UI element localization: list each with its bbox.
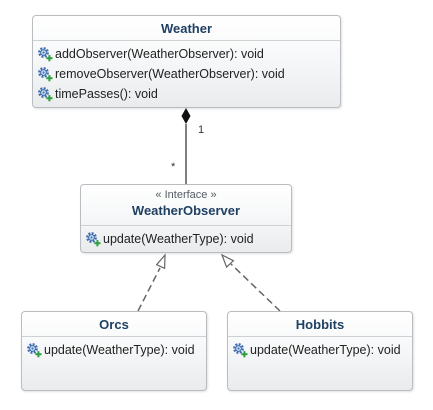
realization-arrowhead-icon — [220, 253, 235, 269]
class-name: Hobbits — [295, 317, 345, 332]
operation-row[interactable]: addObserver(WeatherObserver): void — [37, 44, 336, 64]
operation-row[interactable]: update(WeatherType): void — [26, 340, 202, 360]
realization-orcs-connector — [137, 253, 166, 312]
realization-hobbits-connector — [220, 253, 281, 312]
operation-row[interactable]: update(WeatherType): void — [85, 229, 287, 249]
operations-compartment: addObserver(WeatherObserver): void remov… — [33, 41, 340, 104]
hobbits-class-header: Hobbits — [228, 312, 412, 337]
weather-observer-header: « Interface » WeatherObserver — [81, 185, 291, 226]
realization-arrowhead-icon — [155, 253, 166, 270]
operation-row[interactable]: update(WeatherType): void — [232, 340, 408, 360]
operation-signature: update(WeatherType): void — [250, 343, 401, 357]
operation-signature: update(WeatherType): void — [103, 232, 254, 246]
weather-observer-interface-box[interactable]: « Interface » WeatherObserver update(Wea… — [80, 184, 292, 253]
operations-compartment: update(WeatherType): void — [228, 337, 412, 360]
operation-gear-plus-icon — [37, 66, 53, 82]
orcs-class-box[interactable]: Orcs update(WeatherType): void — [21, 311, 207, 391]
interface-stereotype: « Interface » — [155, 189, 217, 201]
operation-signature: removeObserver(WeatherObserver): void — [55, 67, 285, 81]
operation-gear-plus-icon — [26, 342, 42, 358]
composition-diamond-icon — [181, 108, 191, 124]
composition-source-multiplicity: 1 — [198, 124, 205, 136]
weather-class-header: Weather — [33, 16, 340, 41]
operation-gear-plus-icon — [37, 86, 53, 102]
composition-connector — [181, 108, 191, 184]
operation-gear-plus-icon — [85, 231, 101, 247]
orcs-class-header: Orcs — [22, 312, 206, 337]
hobbits-class-box[interactable]: Hobbits update(WeatherType): void — [227, 311, 413, 391]
class-name: Orcs — [99, 317, 129, 332]
weather-class-box[interactable]: Weather addObserver(WeatherObserver): vo… — [32, 15, 341, 108]
operation-gear-plus-icon — [37, 46, 53, 62]
operations-compartment: update(WeatherType): void — [22, 337, 206, 360]
operation-gear-plus-icon — [232, 342, 248, 358]
class-name: Weather — [160, 21, 213, 36]
operation-signature: addObserver(WeatherObserver): void — [55, 47, 264, 61]
operation-signature: timePasses(): void — [55, 87, 158, 101]
class-name: WeatherObserver — [131, 203, 241, 218]
operation-row[interactable]: timePasses(): void — [37, 84, 336, 104]
operation-row[interactable]: removeObserver(WeatherObserver): void — [37, 64, 336, 84]
composition-target-multiplicity: * — [171, 161, 176, 173]
operation-signature: update(WeatherType): void — [44, 343, 195, 357]
operations-compartment: update(WeatherType): void — [81, 226, 291, 249]
